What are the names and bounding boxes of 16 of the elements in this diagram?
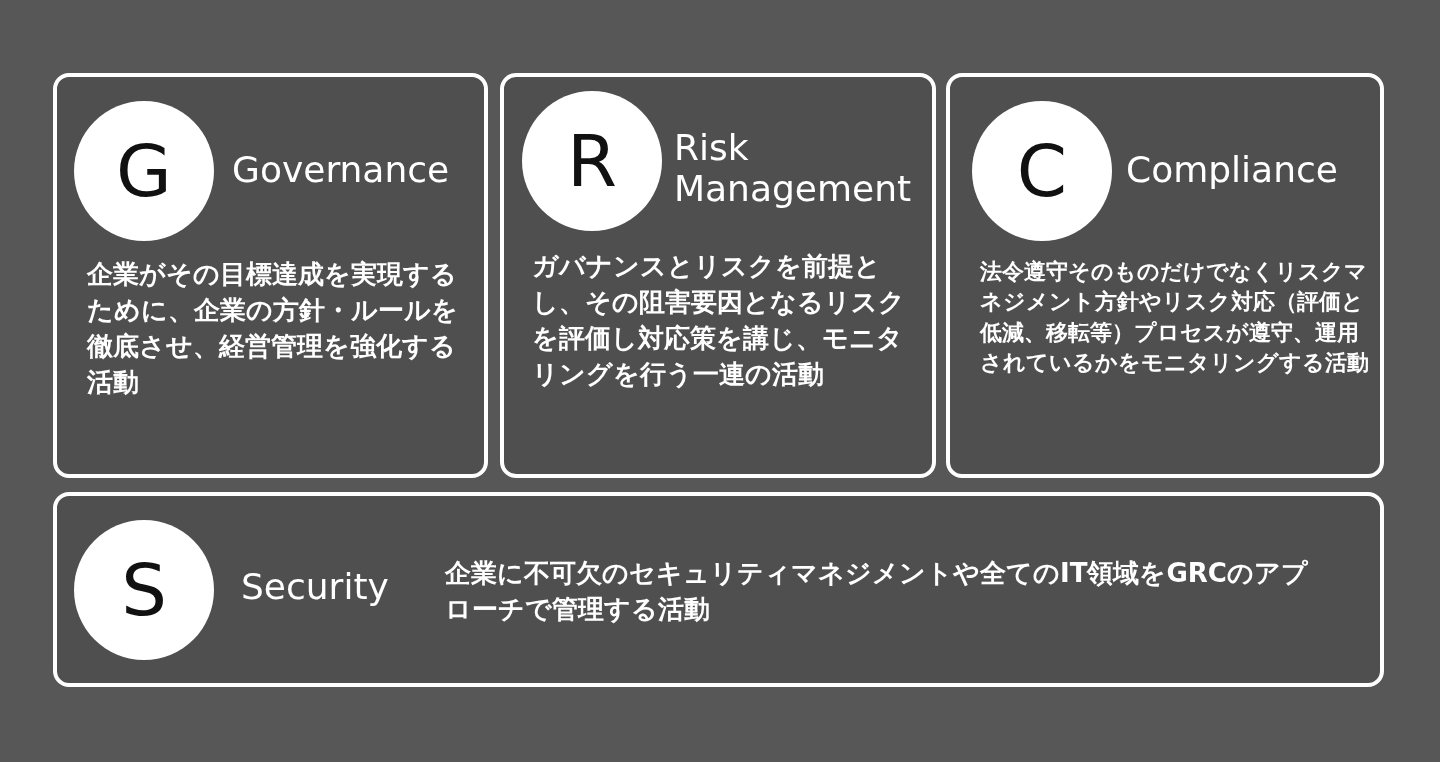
category-title: Risk Management <box>674 127 913 210</box>
letter-circle: R <box>522 91 662 231</box>
letter-circle: G <box>74 101 214 241</box>
category-title: Security <box>241 566 390 608</box>
category-card <box>946 73 1384 478</box>
description-text: 企業がその目標達成を実現するために、企業の方針・ルールを徹底させ、経営管理を強化する活動 <box>87 258 459 399</box>
category-card <box>53 492 1384 687</box>
category-title: Compliance <box>1126 149 1339 191</box>
letter-circle: S <box>74 520 214 660</box>
category-card <box>500 73 936 478</box>
description-text: 企業に不可欠のセキュリティマネジメントや全てのIT領域をGRCのアプローチで管理する活動 <box>445 557 1309 626</box>
description-text: ガバナンスとリスクを前提とし、その阻害要因となるリスクを評価し対応策を講じ、モニタリングを行う一連の活動 <box>532 250 906 391</box>
category-card <box>53 73 488 478</box>
letter-circle: C <box>972 101 1112 241</box>
category-title: Governance <box>232 149 451 191</box>
description-text: 法令遵守そのものだけでなくリスクマネジメント方針やリスク対応（評価と低減、移転等）プロセスが遵守、運用されているかをモニタリングする活動 <box>980 258 1370 378</box>
